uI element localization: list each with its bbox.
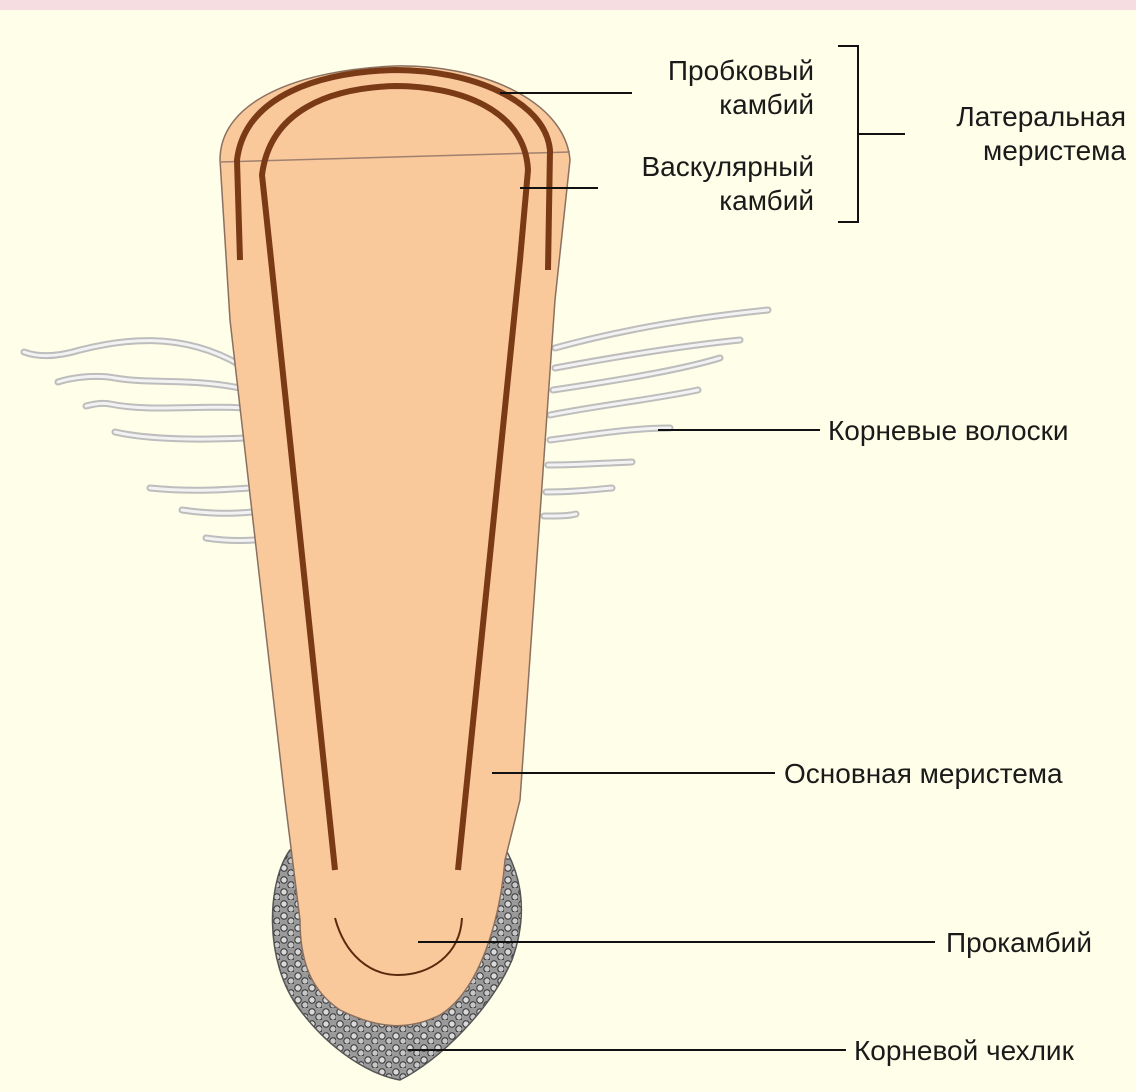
label-lateral-meristem-line1: Латеральная xyxy=(900,100,1126,134)
label-vascular-cambium-line2: камбий xyxy=(590,184,814,218)
label-vascular-cambium: Васкулярный камбий xyxy=(590,150,814,218)
root-hairs-left xyxy=(24,341,255,541)
label-procambium: Прокамбий xyxy=(946,926,1092,960)
label-lateral-meristem: Латеральная меристема xyxy=(900,100,1126,168)
label-cork-cambium: Пробковый камбий xyxy=(610,54,814,122)
label-ground-meristem: Основная меристема xyxy=(784,757,1063,791)
label-lateral-meristem-line2: меристема xyxy=(900,134,1126,168)
label-vascular-cambium-line1: Васкулярный xyxy=(590,150,814,184)
label-cork-cambium-line1: Пробковый xyxy=(610,54,814,88)
label-root-hairs: Корневые волоски xyxy=(828,414,1068,448)
label-cork-cambium-line2: камбий xyxy=(610,88,814,122)
label-root-cap: Корневой чехлик xyxy=(854,1034,1074,1068)
